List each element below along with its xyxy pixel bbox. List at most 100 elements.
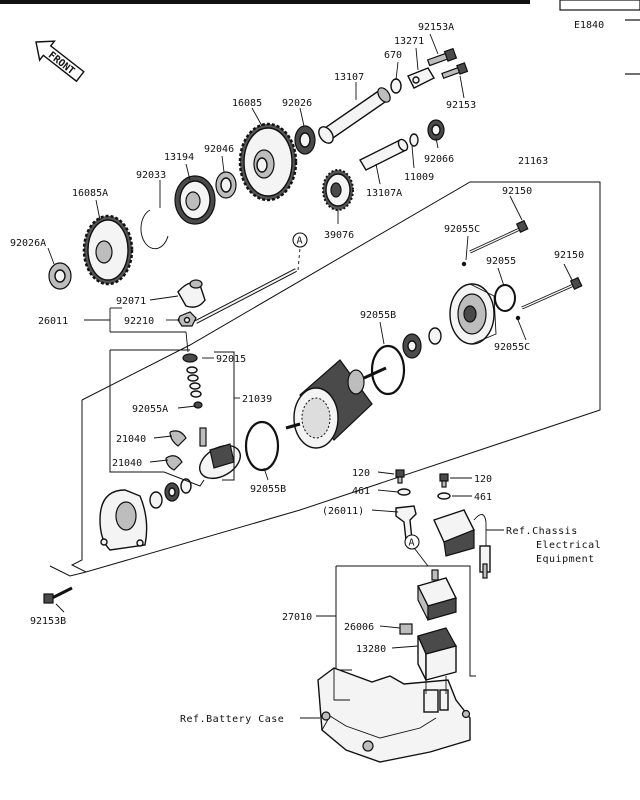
callout-13194: 13194: [164, 152, 194, 163]
fuse-26006-icon: [399, 623, 413, 635]
washer-rear-a-icon: [149, 491, 163, 509]
relay-cover-icon: [433, 509, 491, 579]
callout-92046: 92046: [204, 144, 234, 155]
callout-21040-b: 21040: [112, 458, 142, 469]
oring-92055B-bottom-icon: [244, 420, 280, 472]
brush-21040-b-icon: [165, 455, 183, 471]
callout-16085A: 16085A: [72, 188, 108, 199]
circlip-92033-icon: [140, 209, 169, 250]
callout-92055B-bottom: 92055B: [250, 484, 286, 495]
callout-92055B-top: 92055B: [360, 310, 396, 321]
shaft-13107A-icon: [359, 138, 409, 171]
bearing-92066-icon: [427, 119, 445, 141]
leader-lines: [47, 33, 573, 719]
relay-group-frame: [336, 565, 476, 677]
bracket-13271-icon: [407, 67, 435, 89]
callout-92071: 92071: [116, 296, 146, 307]
dot-92055C-bottom: [515, 315, 521, 321]
page-header-edge: [0, 0, 640, 75]
callout-16085: 16085: [232, 98, 262, 109]
callout-21163: 21163: [518, 156, 548, 167]
washer-rear-b-icon: [180, 478, 192, 494]
oring-670-icon: [390, 78, 402, 94]
callout-26011-paren: (26011): [322, 506, 364, 517]
callout-461-right: 461: [474, 492, 492, 503]
rear-cover-icon: [99, 489, 148, 551]
callout-670: 670: [384, 50, 402, 61]
circle-ref-a-bottom: A: [404, 534, 420, 550]
battery-case-icon: [317, 667, 471, 763]
callout-92055: 92055: [486, 256, 516, 267]
dashed-leader-a-top: [297, 247, 301, 271]
callout-13107A: 13107A: [366, 188, 402, 199]
callout-26011: 26011: [38, 316, 68, 327]
circle-ref-a-top: A: [292, 232, 308, 248]
bolt-leader-frame: [49, 565, 87, 577]
gear-16085-icon: [238, 122, 298, 202]
nut-stack-92015-icon: [182, 353, 203, 409]
ref-battery-case: Ref.Battery Case: [180, 714, 284, 725]
callout-92026A: 92026A: [10, 238, 46, 249]
bearing-front-icon: [402, 327, 442, 359]
washer-461-left-icon: [397, 488, 411, 496]
washer-92026A-icon: [48, 262, 72, 290]
bolt-92153-icon: [441, 62, 469, 80]
shaft-13107-icon: [318, 87, 391, 144]
callout-92055C-bottom: 92055C: [494, 342, 530, 353]
bearing-rear-icon: [164, 482, 180, 502]
callout-92015: 92015: [216, 354, 246, 365]
ref-chassis-line3: Equipment: [536, 554, 595, 565]
callout-13107: 13107: [334, 72, 364, 83]
callout-11009: 11009: [404, 172, 434, 183]
callout-92033: 92033: [136, 170, 166, 181]
spacer-92026-icon: [294, 125, 316, 155]
brush-21040-a-icon: [169, 430, 187, 447]
bolt-92153A-icon: [426, 47, 458, 67]
gear-39076-icon: [322, 169, 354, 211]
clutch-13194-icon: [174, 175, 216, 225]
callout-13280: 13280: [356, 644, 386, 655]
callout-92153A: 92153A: [418, 22, 454, 33]
terminal-rod-26011-icon: [195, 268, 297, 324]
callout-92066: 92066: [424, 154, 454, 165]
ref-chassis-line2: Electrical: [536, 540, 601, 551]
ref-chassis-line1: Ref.Chassis: [506, 526, 578, 537]
brush-holder-icon: [199, 427, 241, 480]
callout-92210: 92210: [124, 316, 154, 327]
front-arrow-icon: FRONT: [35, 40, 85, 83]
bolt-92150-upper-icon: [469, 219, 529, 254]
bearing-92046-icon: [215, 171, 237, 199]
gear-16085A-icon: [82, 214, 134, 286]
callout-27010: 27010: [282, 612, 312, 623]
callout-92055C-top: 92055C: [444, 224, 480, 235]
bolt-120-right-icon: [439, 473, 449, 488]
dot-92055C-top: [461, 261, 467, 267]
diagram-code: E1840: [574, 20, 604, 31]
oring-92055-icon: [494, 284, 516, 312]
callout-461-left: 461: [352, 486, 370, 497]
callout-120-left: 120: [352, 468, 370, 479]
armature-21039-icon: [285, 359, 387, 449]
callout-13271: 13271: [394, 36, 424, 47]
callout-120-right: 120: [474, 474, 492, 485]
callout-21040-a: 21040: [116, 434, 146, 445]
callout-21039: 21039: [242, 394, 272, 405]
bolt-120-left-icon: [395, 469, 405, 484]
svg-text:A: A: [409, 538, 415, 549]
callout-92153: 92153: [446, 100, 476, 111]
nut-92210-icon: [177, 311, 197, 327]
bolt-92150-lower-icon: [521, 276, 583, 310]
washer-461-right-icon: [437, 492, 451, 500]
callout-92055A: 92055A: [132, 404, 168, 415]
holder-13280-icon: [417, 627, 457, 681]
callout-39076: 39076: [324, 230, 354, 241]
callout-26006: 26006: [344, 622, 374, 633]
svg-text:A: A: [297, 236, 303, 247]
callout-92150-lower: 92150: [554, 250, 584, 261]
relay-27010-icon: [416, 569, 458, 621]
callout-92026: 92026: [282, 98, 312, 109]
boot-92071-icon: [177, 279, 206, 308]
bolt-92153B-icon: [43, 586, 73, 604]
front-cover-icon: [449, 283, 497, 345]
